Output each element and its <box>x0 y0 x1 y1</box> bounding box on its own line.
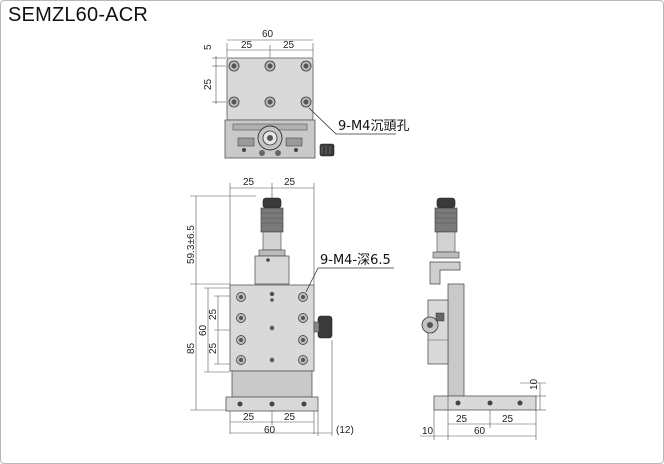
micrometer-bracket <box>254 255 290 285</box>
top-view-callout: 9-M4沉頭孔 <box>338 119 409 134</box>
top-dim-25-right: 25 <box>283 40 295 51</box>
top-dim-5: 5 <box>203 44 214 50</box>
front-column <box>231 370 313 398</box>
front-top-dim-25-left: 25 <box>243 177 255 188</box>
front-dim-85: 85 <box>186 342 197 354</box>
drawing-title: SEMZL60-ACR <box>8 4 149 26</box>
top-plate-holes <box>228 60 312 108</box>
top-view-knob <box>319 143 335 157</box>
front-bottom-dim-60: 60 <box>264 425 276 436</box>
front-lock-knob <box>317 315 333 339</box>
front-bottom-dim-25-right: 25 <box>284 412 296 423</box>
front-top-dim-25-right: 25 <box>284 177 296 188</box>
side-dim-25-right: 25 <box>502 414 514 425</box>
front-bottom-dim-25-left: 25 <box>243 412 255 423</box>
front-view-callout: 9-M4-深6.5 <box>320 253 391 268</box>
top-dim-25-left: 25 <box>241 40 253 51</box>
micrometer-thimble <box>260 207 284 233</box>
front-dim-knob-offset: (12) <box>336 425 354 436</box>
front-stage-holes <box>236 291 308 365</box>
front-dim-micrometer: 59.3±6.5 <box>186 225 197 264</box>
side-dim-10-offset: 10 <box>422 426 434 437</box>
top-view: 60 25 25 5 25 <box>203 29 409 159</box>
side-dim-60: 60 <box>474 426 486 437</box>
side-dim-10-height: 10 <box>529 378 540 390</box>
micrometer-cap <box>262 197 282 209</box>
micrometer-sleeve <box>262 231 282 251</box>
front-view: 25 25 59.3±6.5 85 60 25 25 <box>186 177 394 436</box>
side-dim-25-left: 25 <box>456 414 468 425</box>
front-dim-60: 60 <box>198 324 209 336</box>
top-dim-25-vertical: 25 <box>203 78 214 90</box>
side-view: 10 25 25 10 60 <box>420 197 546 440</box>
top-dim-60: 60 <box>262 29 274 40</box>
side-column <box>447 283 465 397</box>
front-dim-25-lower: 25 <box>208 342 219 354</box>
front-dim-25-upper: 25 <box>208 308 219 320</box>
side-base <box>433 395 537 411</box>
